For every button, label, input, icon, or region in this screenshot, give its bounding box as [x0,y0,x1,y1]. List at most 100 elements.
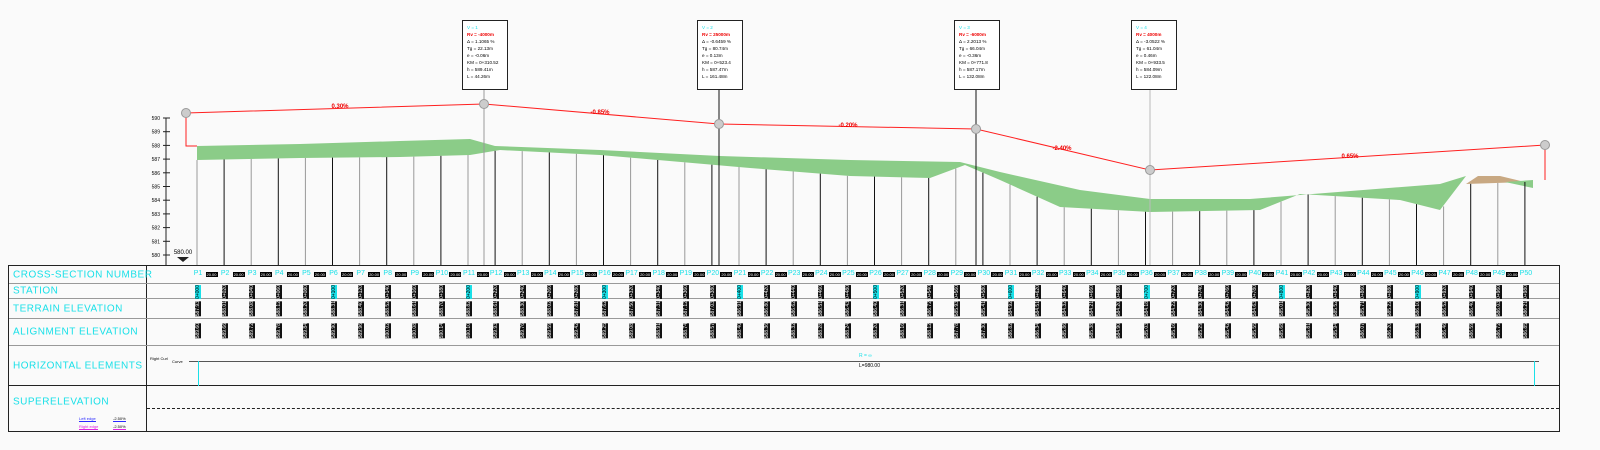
alignment-elevation-value: 588.32 [791,323,798,339]
section-distance: 20.00 [1153,272,1167,277]
alignment-elevation-value: 590.08 [411,323,418,339]
terrain-elevation-value: 588.01 [222,301,229,317]
alignment-elevation-value: 588.28 [818,323,825,339]
pvi-parameter: Δ = -3.0522 % [1136,39,1165,44]
alignment-elevation-value: 586.85 [1522,323,1529,339]
section-distance: 20.00 [1370,272,1383,277]
cross-section-number: P37 [1167,270,1180,277]
cross-section-number: P17 [625,270,638,277]
section-distance: 20.00 [747,272,760,277]
station-value: 0+820 [1306,285,1313,300]
cross-section-number: P38 [1194,270,1207,277]
terrain-elevation-value: 585.22 [1387,301,1394,317]
station-value: 0+280 [574,285,581,300]
cross-section-number: P47 [1438,270,1451,277]
station-value: 0+480 [845,285,852,300]
pvi-marker-icon [1540,140,1550,150]
cross-section-number: P14 [544,270,557,277]
terrain-elevation-value: 588.61 [493,301,500,317]
axis-tick-label: 585 [152,185,161,191]
station-value: 0+300 [601,285,608,300]
station-value: 0+420 [764,285,771,300]
alignment-elevation-value: 588.36 [764,323,771,339]
alignment-elevation-value: 589.96 [357,323,364,339]
alignment-elevation-value: 588.91 [655,323,662,339]
superelevation-line [147,408,1559,409]
alignment-elevation-value: 589.42 [574,323,581,339]
terrain-elevation-value: 588.20 [303,301,310,317]
cross-section-number: P6 [329,270,338,277]
section-distance: 20.00 [1343,272,1356,277]
section-distance: 20.00 [205,272,218,277]
cross-section-number: P13 [516,270,530,277]
pvi-parameter: Tg = 80.74m [702,46,728,51]
datum-label: 580.00 [174,250,193,256]
station-value: 0+900 [1414,285,1421,300]
station-value: 0+520 [899,285,906,300]
cross-section-number: P3 [247,270,257,277]
pvi-marker-icon [1145,165,1155,175]
alignment-elevation-value: 587.78 [953,323,960,339]
cross-section-number: P32 [1031,270,1045,277]
alignment-start-line [185,113,197,147]
station-value: 0+200 [466,285,472,300]
grade-label: 0.65% [1341,154,1359,160]
section-distance: 20.00 [910,272,923,277]
section-distance: 20.00 [1424,272,1438,277]
terrain-elevation-value: 584.32 [1062,301,1069,317]
alignment-elevation-value: 586.82 [1008,323,1014,339]
terrain-elevation-value: 587.93 [195,301,201,317]
station-value: 0+040 [249,285,256,300]
section-distance: 20.00 [666,272,679,277]
superelevation-left-value: -2.50% [113,416,126,422]
pvi-parameter: Tg = 22.13m [467,46,493,51]
horizontal-element-line [189,361,1539,362]
terrain-elevation-value: 585.52 [1333,301,1340,317]
station-value: 0+060 [276,285,283,300]
pvi-parameter: e = 0.46m [1136,53,1157,58]
grade-labels: 0.30%-0.85%-0.20%-2.40%0.65% [331,104,1359,160]
alignment-elevation-value: 585.68 [1279,323,1285,339]
alignment-elevation-value: 589.72 [249,323,256,339]
cross-section-number: P12 [489,270,503,277]
pvi-parameter: Tg = 66.04m [959,46,985,51]
horizontal-start-label: Right Curl [150,356,168,361]
cross-section-number: P28 [923,270,936,277]
row-label-cross-section: CROSS-SECTION NUMBER [13,269,153,280]
section-distance: 20.00 [1018,272,1031,277]
grade-label: -0.85% [590,110,610,116]
terrain-elevation-value: 588.02 [547,301,554,317]
section-distance: 20.00 [1045,272,1058,277]
superelevation-right-legend: Right edge [79,424,99,430]
cross-section-number: P7 [356,270,365,277]
cross-section-number: P33 [1058,270,1072,277]
cross-section-number: P36 [1140,270,1153,277]
station-value: 0+320 [628,285,635,300]
cross-section-number: P49 [1492,270,1506,277]
terrain-elevation-value: 584.63 [1251,301,1258,317]
section-distance: 20.00 [286,272,299,277]
station-value: 0+800 [1279,285,1285,300]
row-label-station: STATION [13,285,59,297]
cross-section-number: P35 [1113,270,1126,277]
section-distance: 20.00 [801,272,814,277]
section-distance: 20.00 [1099,272,1112,277]
alignment-elevation-value: 586.72 [1495,323,1502,339]
alignment-elevation-value: 586.59 [1468,323,1475,339]
station-value: 0+020 [222,285,229,300]
tangent-start-tick [198,361,199,386]
cross-section-number: P46 [1411,270,1424,277]
pvi-parameter: KM = 0+771.8 [959,60,988,65]
alignment-elevation-value: 585.94 [1333,323,1340,339]
alignment-elevation-value: 589.90 [330,323,337,339]
alignment-elevation-value: 589.76 [520,323,527,339]
alignment-elevation-value: 589.25 [601,323,608,339]
station-value: 0+780 [1251,285,1258,300]
axis-tick-label: 586 [152,171,161,177]
earthwork-fill-end [1505,180,1533,188]
terrain-elevation-value: 584.51 [1035,301,1042,317]
station-value: 0+560 [953,285,960,300]
